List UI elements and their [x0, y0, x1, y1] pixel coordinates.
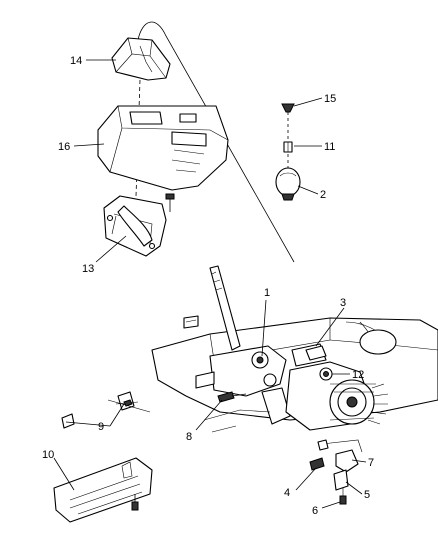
console-bezel-part-16 [97, 105, 229, 191]
shifter-bracket-part-13 [103, 195, 167, 257]
callout-8: 8 [186, 431, 192, 443]
sensor-cluster-parts-4-7 [309, 439, 363, 505]
callout-1: 1 [264, 287, 270, 299]
shift-knob-part-2 [275, 167, 301, 201]
leader-lines [53, 59, 367, 509]
callout-10: 10 [42, 449, 54, 461]
bracket-part-9 [61, 391, 151, 429]
callout-16: 16 [58, 141, 70, 153]
clip-part-11 [283, 141, 293, 153]
callout-11: 11 [324, 141, 335, 153]
screw-fastener [165, 193, 175, 212]
callout-5: 5 [364, 489, 370, 501]
shift-boot-part-14 [111, 37, 171, 81]
transmission-assembly [151, 265, 438, 433]
callout-9: 9 [98, 421, 104, 433]
cap-part-15 [281, 103, 295, 113]
shift-cable [137, 21, 295, 263]
callout-12: 12 [352, 369, 364, 381]
callout-2: 2 [320, 189, 326, 201]
callout-13: 13 [82, 263, 94, 275]
skid-plate-part-10 [53, 457, 153, 523]
callout-14: 14 [70, 55, 82, 67]
callout-4: 4 [284, 487, 290, 499]
callout-3: 3 [340, 297, 346, 309]
callout-15: 15 [324, 93, 336, 105]
callout-7: 7 [368, 457, 374, 469]
callout-6: 6 [312, 505, 318, 517]
